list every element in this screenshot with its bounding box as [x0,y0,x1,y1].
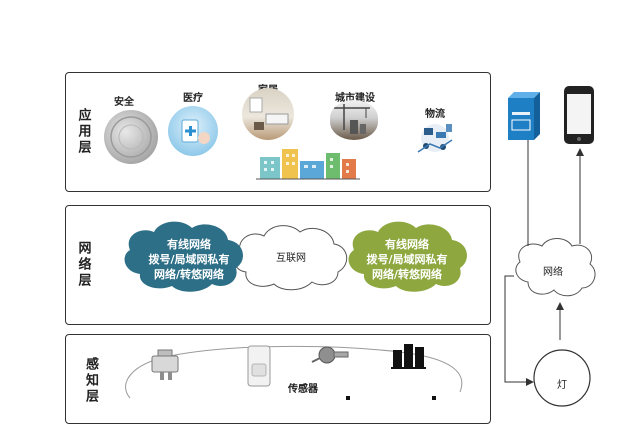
perception-layer-title: 感知层 [83,357,98,405]
medical-icon [168,106,218,156]
left-cloud-line-3: 网络/转悠网络 [153,268,225,281]
app-item-logistics-label: 物流 [425,109,445,120]
left-network-cloud-text: 有线网络 拨号/局域网私有 网络/转悠网络 [134,237,244,282]
app-item-medical-label: 医疗 [183,93,203,104]
right-network-cloud-text: 有线网络 拨号/局域网私有 网络/转悠网络 [352,237,462,282]
network-layer-title: 网络层 [75,241,91,289]
right-cloud-line-1: 有线网络 [385,238,429,251]
perception-layer-box: 感知层 [65,334,491,424]
right-cloud-line-3: 网络/转悠网络 [371,268,443,281]
internet-cloud-label: 互联网 [276,253,306,264]
city-buildings-icon [256,145,360,181]
app-item-security-label: 安全 [114,97,134,108]
cloud-to-lamp-arrow [504,275,534,386]
city-construction-icon [330,100,378,140]
home-interior-icon [242,88,294,140]
app-item-city-label: 城市建设 [335,93,375,104]
application-layer-title: 应用层 [75,108,91,156]
coin-sensor-icon [104,110,158,164]
side-network-cloud-label: 网络 [543,267,563,278]
sensor-label: 传感器 [288,384,318,395]
left-cloud-line-1: 有线网络 [167,238,211,251]
lamp-label: 灯 [557,380,567,391]
right-cloud-line-2: 拨号/局域网私有 [366,253,448,266]
logistics-icon [410,118,460,160]
smartphone-icon [564,86,594,144]
left-cloud-line-2: 拨号/局域网私有 [148,253,230,266]
server-icon [508,92,540,140]
